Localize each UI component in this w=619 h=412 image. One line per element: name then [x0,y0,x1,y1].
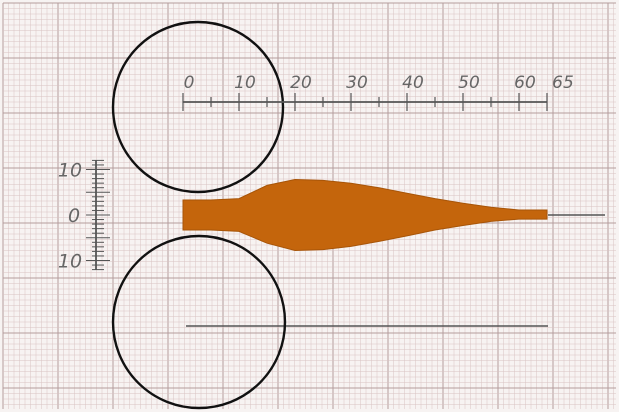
horizontal-scale-label: 50 [458,73,480,93]
horizontal-scale-label: 10 [234,73,256,93]
vertical-scale-label: 10 [58,251,82,273]
rolled-strip-profile [182,178,548,252]
lower-roll-circle [111,234,287,410]
vertical-scale: 10 0 10 [58,160,110,273]
horizontal-scale-label: 60 [514,73,536,93]
horizontal-scale: 0 10 20 30 40 50 60 65 [182,73,574,111]
vertical-scale-label: 0 [68,205,80,227]
horizontal-scale-label: 20 [290,73,312,93]
horizontal-scale-label: 40 [402,73,424,93]
horizontal-scale-label: 0 [184,73,195,93]
horizontal-scale-label: 65 [552,73,574,93]
vertical-scale-label: 10 [58,160,82,182]
horizontal-scale-label: 30 [346,73,368,93]
upper-roll-circle [111,20,285,194]
